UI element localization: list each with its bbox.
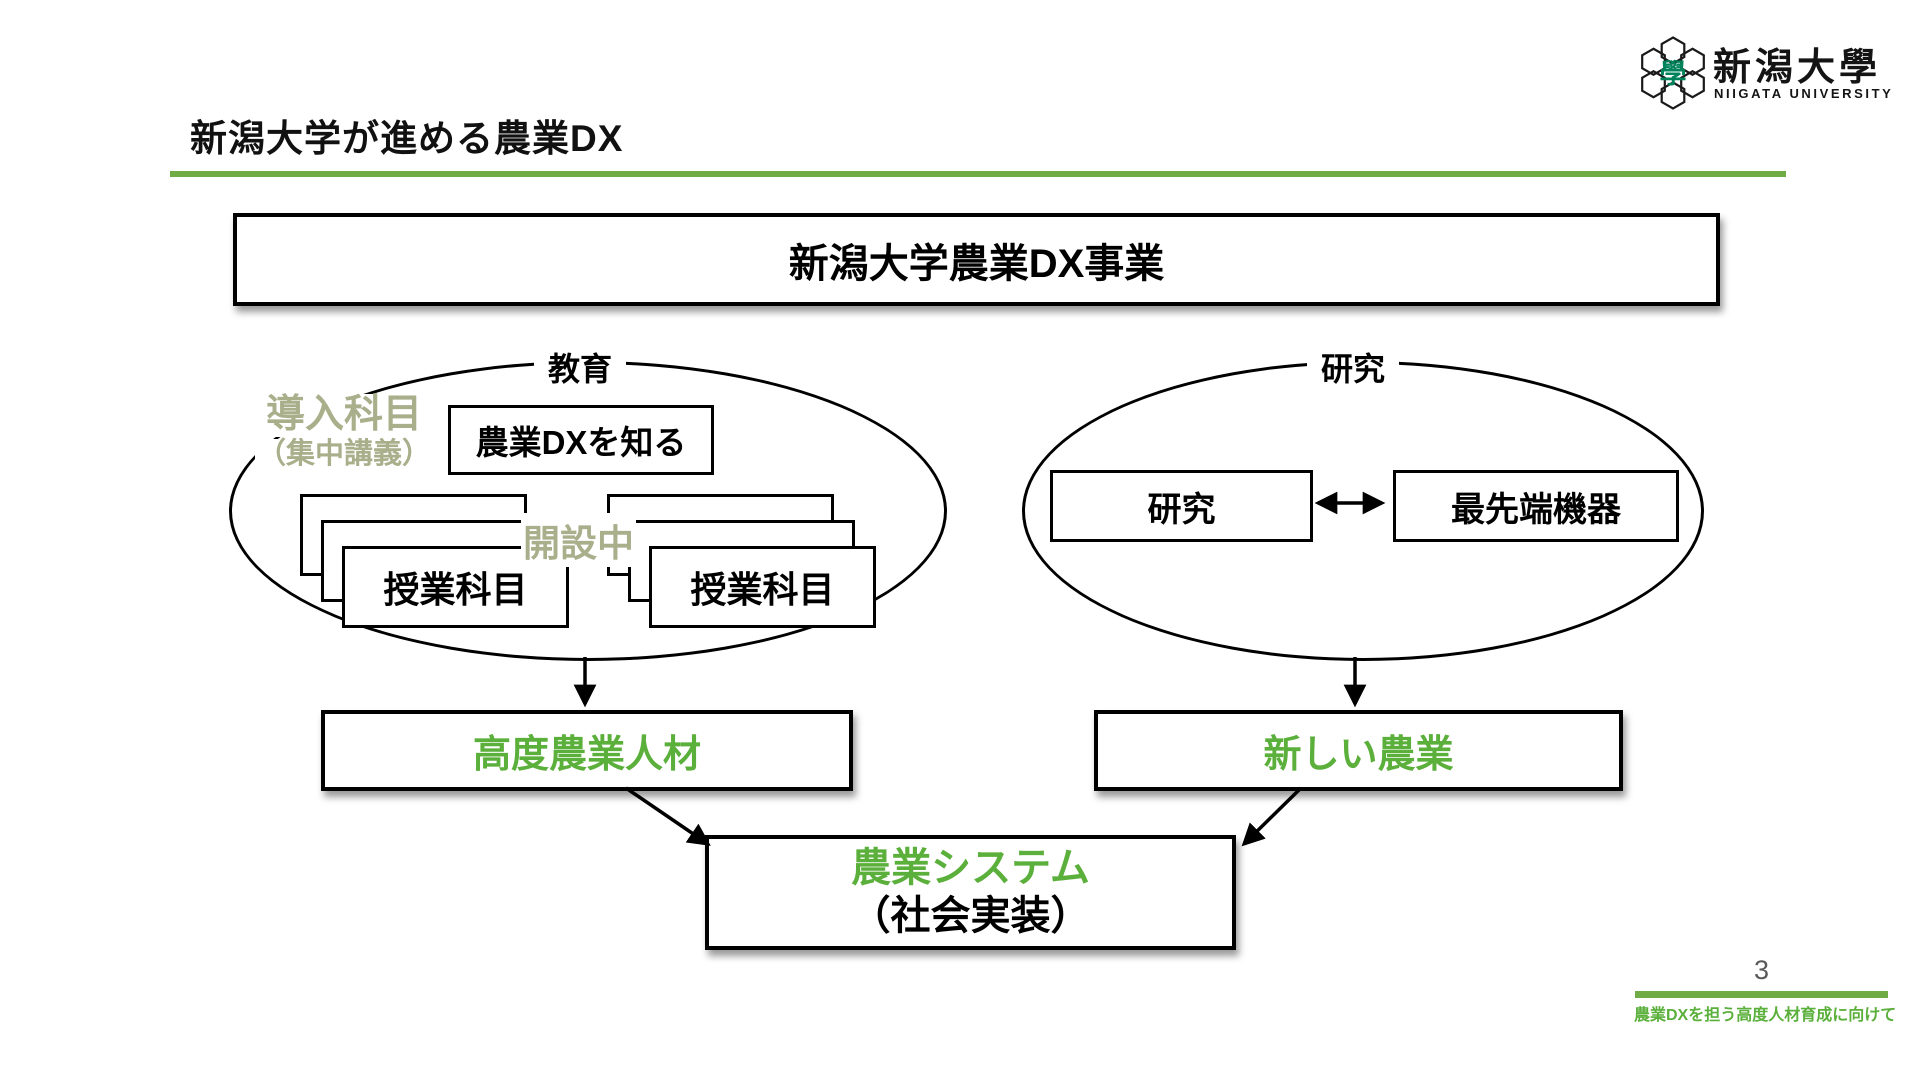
research-box: 研究 [1050,470,1313,542]
page-number: 3 [1753,955,1770,985]
intro-subject-label: 導入科目 （集中講義） [255,393,434,471]
agri-system-line1: 農業システム [851,846,1090,891]
new-agriculture-box: 新しい農業 [1094,710,1623,791]
snowflake-hexagon-logo-icon: 學 [1641,36,1705,110]
logo-name-japanese: 新潟大學 [1713,44,1882,89]
logo-name-english: NIIGATA UNIVERSITY [1714,86,1894,101]
open-now-label: 開設中 [521,513,636,567]
know-agridx-box: 農業DXを知る [448,405,714,475]
page-title: 新潟大学が進める農業DX [190,118,624,159]
arrow-personnel-to-system [625,786,711,846]
agri-system-box: 農業システム （社会実装） [705,835,1236,950]
footer-accent-bar [1635,991,1888,998]
research-label: 研究 [1306,344,1400,390]
title-underline [170,171,1786,177]
education-label: 教育 [533,344,627,390]
intro-subject-line1: 導入科目 [264,393,425,437]
university-logo: 學 新潟大學 NIIGATA UNIVERSITY [1637,30,1897,120]
program-title-box: 新潟大学農業DX事業 [233,213,1720,306]
intro-subject-line2: （集中講義） [255,437,434,471]
logo-emblem-glyph: 學 [1660,59,1687,89]
agri-system-line2: （社会実装） [850,893,1091,938]
course-stack-right-front: 授業科目 [649,546,876,628]
advanced-agri-personnel-box: 高度農業人材 [321,710,853,791]
footer-text: 農業DXを担う高度人材育成に向けて [1634,1007,1897,1024]
arrow-newagri-to-system [1241,786,1303,847]
equipment-box: 最先端機器 [1393,470,1679,542]
